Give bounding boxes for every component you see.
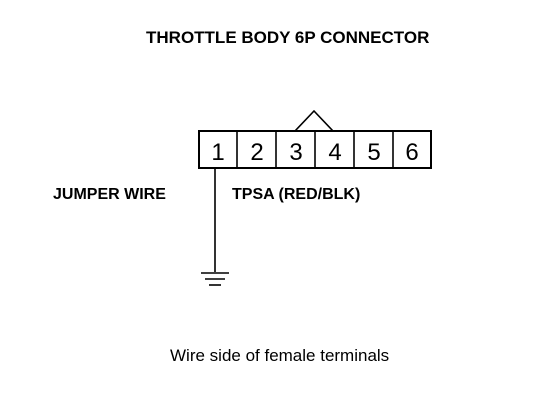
- diagram-title: THROTTLE BODY 6P CONNECTOR: [146, 28, 430, 47]
- pin-label: 1: [211, 139, 224, 166]
- pin-label: 3: [289, 139, 302, 166]
- pin-label: 2: [250, 139, 263, 166]
- diagram-caption: Wire side of female terminals: [170, 346, 390, 365]
- pin-label: 5: [367, 139, 380, 166]
- pin-label: 6: [405, 139, 418, 166]
- pin-label: 4: [328, 139, 341, 166]
- jumper-wire-label: JUMPER WIRE: [53, 186, 166, 203]
- tpsa-label: TPSA (RED/BLK): [232, 186, 361, 203]
- ground-icon: [201, 272, 229, 286]
- connector-lock-tab: [294, 109, 334, 132]
